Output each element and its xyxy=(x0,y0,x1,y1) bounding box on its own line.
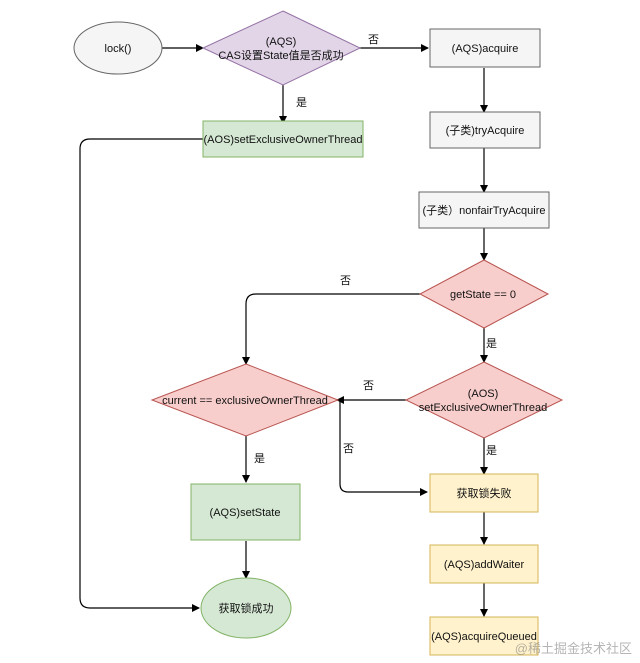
node-try-acquire-text: (子类)tryAcquire xyxy=(446,123,525,137)
node-success-text: 获取锁成功 xyxy=(219,601,274,615)
node-success: 获取锁成功 xyxy=(200,577,292,639)
node-nonfair-text: (子类）nonfairTryAcquire xyxy=(422,203,545,217)
node-fail-text: 获取锁失败 xyxy=(457,486,512,500)
watermark: @稀土掘金技术社区 xyxy=(514,641,632,656)
node-fail: 获取锁失败 xyxy=(429,473,539,513)
label-current-no: 否 xyxy=(343,443,354,455)
edge-setowner-to-success xyxy=(79,138,203,612)
node-nonfair: (子类）nonfairTryAcquire xyxy=(418,191,550,229)
label-cas-no: 否 xyxy=(368,34,379,46)
node-set-state-text: (AQS)setState xyxy=(210,507,281,519)
label-aos-yes: 是 xyxy=(486,444,497,457)
node-acquire-queued: (AQS)acquireQueued xyxy=(429,616,539,656)
node-lock: lock() xyxy=(73,21,163,75)
node-aos-set-decision: (AOS) setExclusiveOwnerThread xyxy=(404,361,564,439)
node-add-waiter-text: (AQS)addWaiter xyxy=(444,559,525,571)
label-cas-yes: 是 xyxy=(296,96,307,109)
node-cas-decision: (AQS) CAS设置State值是否成功 xyxy=(201,10,362,86)
node-acquire-queued-text: (AQS)acquireQueued xyxy=(431,631,537,643)
edge-getstate-to-current xyxy=(242,293,420,365)
node-acquire: (AQS)acquire xyxy=(429,28,541,68)
node-lock-text: lock() xyxy=(105,43,132,55)
node-aos-set-text-line2: setExclusiveOwnerThread xyxy=(419,402,547,414)
node-set-owner: (AOS)setExclusiveOwnerThread xyxy=(202,120,364,158)
node-add-waiter: (AQS)addWaiter xyxy=(429,544,539,584)
node-set-state: (AQS)setState xyxy=(190,483,301,541)
edge-labels: 否 是 否 是 否 否 是 是 xyxy=(254,34,497,465)
label-getstate-no: 否 xyxy=(340,275,351,287)
node-current-text: current == exclusiveOwnerThread xyxy=(162,395,328,407)
node-aos-set-text-line1: (AOS) xyxy=(468,388,499,400)
node-cas-text-line1: (AQS) xyxy=(266,36,297,48)
node-getstate-text: getState == 0 xyxy=(450,289,516,301)
node-set-owner-text: (AOS)setExclusiveOwnerThread xyxy=(204,134,363,146)
edges xyxy=(79,44,488,617)
node-acquire-text: (AQS)acquire xyxy=(452,43,519,55)
label-getstate-yes: 是 xyxy=(486,337,497,350)
node-current-decision: current == exclusiveOwnerThread xyxy=(150,363,340,437)
label-current-yes: 是 xyxy=(254,452,265,465)
node-cas-text-line2: CAS设置State值是否成功 xyxy=(218,49,343,62)
edge-current-to-fail xyxy=(339,400,428,496)
node-try-acquire: (子类)tryAcquire xyxy=(429,111,541,149)
node-getstate-decision: getState == 0 xyxy=(418,259,550,329)
label-aos-no: 否 xyxy=(363,380,374,392)
